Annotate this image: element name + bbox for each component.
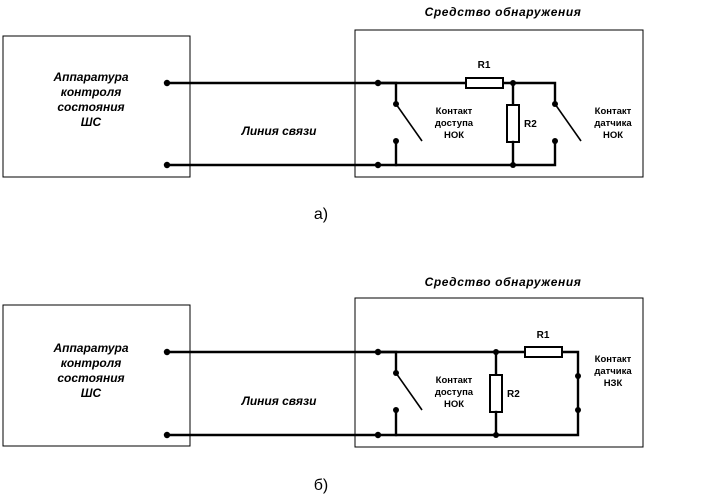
resistor-r2-b <box>489 374 503 413</box>
sensor-line-2: датчика <box>594 366 632 377</box>
r2-label-a: R2 <box>524 119 537 130</box>
junction-dot <box>510 80 516 86</box>
access-contact-switch-a <box>376 81 423 167</box>
line-label-b: Линия связи <box>241 394 318 408</box>
caption-b: б) <box>314 477 329 494</box>
terminal-dot <box>374 431 382 439</box>
diagram-a: Средство обнаружения Аппаратура контроля… <box>2 5 644 223</box>
resistor-r1-b <box>524 346 563 358</box>
terminal-dot <box>163 348 171 356</box>
junction-dot <box>493 432 499 438</box>
sensor-contact-switch-a <box>552 101 582 144</box>
apparatus-box-b <box>2 304 191 447</box>
apparatus-box-a <box>2 35 191 178</box>
bottom-wire-b <box>165 408 580 437</box>
junction-dot <box>510 162 516 168</box>
sensor-line-2: датчика <box>594 118 632 129</box>
access-contact-label-a: Контакт доступа НОК <box>435 106 474 141</box>
sensor-contact-label-a: Контакт датчика НОК <box>594 106 632 141</box>
sensor-contact-label-b: Контакт датчика НЗК <box>594 354 632 389</box>
detector-box-b <box>354 297 644 448</box>
top-wire-right-a <box>501 81 557 106</box>
apparatus-line-2: контроля <box>61 356 122 370</box>
diagram-b: Средство обнаружения Аппаратура контроля… <box>2 275 644 494</box>
access-line-2: доступа <box>435 387 474 398</box>
detector-title-a: Средство обнаружения <box>425 5 582 19</box>
sensor-contact-closed-b <box>575 373 581 413</box>
r2-label-b: R2 <box>507 389 520 400</box>
apparatus-line-1: Аппаратура <box>52 341 128 355</box>
caption-a: а) <box>314 206 328 223</box>
access-line-3: НОК <box>444 130 464 141</box>
access-line-2: доступа <box>435 118 474 129</box>
sensor-line-1: Контакт <box>595 354 632 365</box>
top-wire-right-b <box>560 350 580 378</box>
access-contact-switch-b <box>376 350 423 437</box>
apparatus-line-3: состояния <box>57 100 124 114</box>
sensor-line-3: НОК <box>603 130 623 141</box>
apparatus-label-b: Аппаратура контроля состояния ШС <box>52 341 128 400</box>
access-line-1: Контакт <box>436 106 473 117</box>
terminal-dot <box>163 431 171 439</box>
sensor-line-3: НЗК <box>604 378 623 389</box>
junction-dot <box>493 349 499 355</box>
terminal-dot <box>163 79 171 87</box>
line-label-a: Линия связи <box>241 124 318 138</box>
detector-title-b: Средство обнаружения <box>425 275 582 289</box>
apparatus-line-4: ШС <box>81 386 102 400</box>
r1-label-a: R1 <box>478 60 491 71</box>
r1-label-b: R1 <box>537 330 550 341</box>
sensor-line-1: Контакт <box>595 106 632 117</box>
apparatus-line-3: состояния <box>57 371 124 385</box>
bottom-wire-a <box>165 139 557 167</box>
terminal-dot <box>374 348 382 356</box>
terminal-dot <box>374 79 382 87</box>
access-line-1: Контакт <box>436 375 473 386</box>
apparatus-label-a: Аппаратура контроля состояния ШС <box>52 70 128 129</box>
apparatus-line-4: ШС <box>81 115 102 129</box>
access-line-3: НОК <box>444 399 464 410</box>
resistor-r1-a <box>465 77 504 89</box>
apparatus-line-1: Аппаратура <box>52 70 128 84</box>
access-contact-label-b: Контакт доступа НОК <box>435 375 474 410</box>
terminal-dot <box>163 161 171 169</box>
resistor-r2-a <box>506 104 520 143</box>
detector-box-a <box>354 29 644 178</box>
apparatus-line-2: контроля <box>61 85 122 99</box>
terminal-dot <box>374 161 382 169</box>
